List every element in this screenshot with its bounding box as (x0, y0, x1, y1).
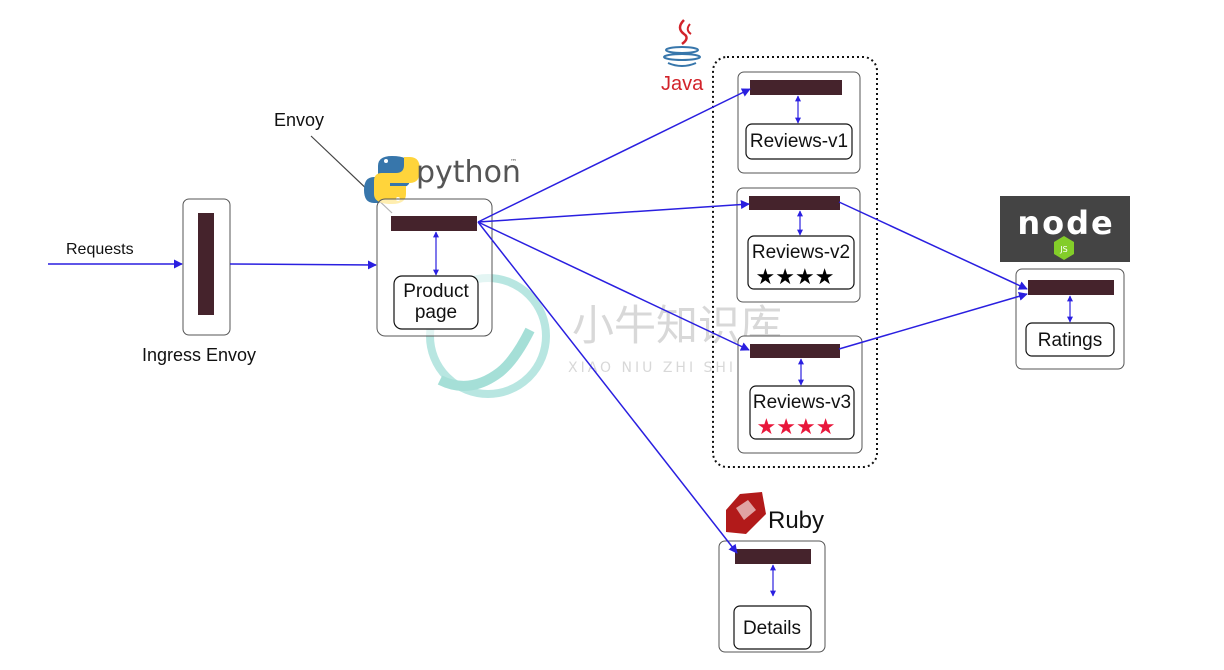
ruby-logo: Ruby (726, 492, 824, 534)
java-cup-icon (663, 19, 701, 67)
node-js-badge: JS (1059, 245, 1067, 254)
reviews-v2-stars: ★★★★ (756, 265, 835, 290)
python-wordmark: python (416, 155, 521, 190)
ingress-envoy-label: Ingress Envoy (142, 345, 256, 365)
reviews-v1-app-box[interactable] (745, 123, 853, 160)
node-hexagon-icon (1054, 236, 1074, 260)
ratings-sidecar (1028, 280, 1114, 295)
productpage-to-details-arrow (477, 221, 738, 554)
reviews-v2-app-box[interactable] (747, 235, 855, 290)
productpage-to-reviews-v2-arrow (477, 200, 750, 223)
java-wordmark: Java (661, 73, 704, 95)
node-wordmark: node (1017, 204, 1114, 242)
reviews-v1-sidecar (750, 80, 842, 95)
python-logo: python ™ (364, 155, 521, 204)
reviews-v2-sidecar (749, 196, 840, 210)
ingress-to-productpage-arrow (229, 260, 377, 270)
productpage-sidecar (391, 216, 477, 231)
reviews-v3-label: Reviews-v3 (753, 392, 851, 413)
reviews-group-border (712, 56, 878, 468)
watermark-hand (437, 327, 535, 391)
node-logo: node JS (1000, 196, 1130, 262)
reviews-v3-sidecar (750, 344, 840, 358)
productpage-to-reviews-v3-arrow (477, 221, 750, 351)
ruby-wordmark: Ruby (768, 507, 824, 534)
reviews-v2-label: Reviews-v2 (752, 242, 850, 263)
details-sidecar (735, 549, 811, 564)
reviews-v3-to-ratings-arrow (838, 291, 1028, 350)
requests-label: Requests (66, 241, 134, 258)
reviews-v3-stars: ★★★★ (757, 415, 836, 440)
reviews-v1-label: Reviews-v1 (750, 131, 848, 152)
ratings-label: Ratings (1038, 330, 1102, 351)
envoy-label: Envoy (274, 110, 324, 130)
java-logo: Java (661, 19, 704, 95)
details-app-box[interactable] (733, 605, 812, 650)
watermark-subtitle: XIAO NIU ZHI SHI KU (568, 360, 769, 376)
reviews-v3-app-box[interactable] (749, 385, 855, 440)
reviews-v2-to-ratings-arrow (838, 201, 1028, 290)
python-tm: ™ (510, 158, 517, 166)
productpage-to-reviews-v1-arrow (477, 88, 751, 223)
python-icon (364, 156, 420, 204)
productpage-app-box[interactable] (393, 275, 479, 330)
details-label: Details (743, 618, 801, 639)
ratings-app-box[interactable] (1025, 322, 1115, 357)
productpage-label-line1: Product (403, 281, 469, 302)
ingress-envoy-sidecar (198, 213, 214, 315)
productpage-label-line2: page (415, 302, 457, 323)
